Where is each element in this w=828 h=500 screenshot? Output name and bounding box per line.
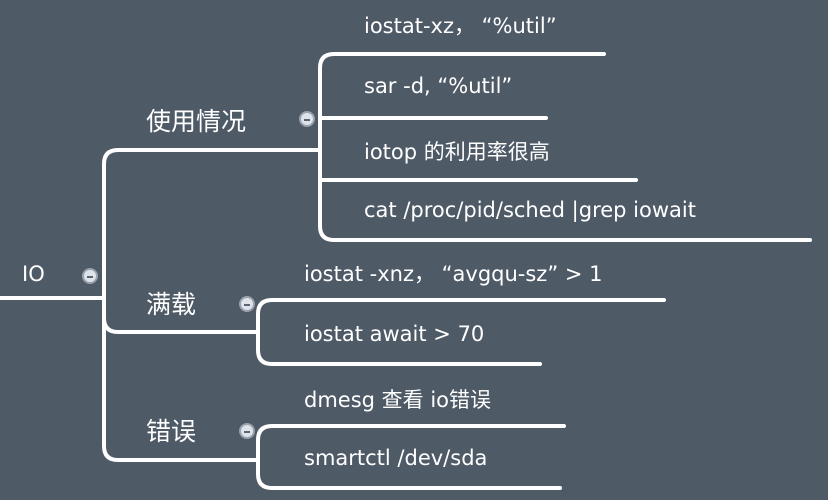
branch-connector [256, 458, 562, 490]
leaf-label: smartctl /dev/sda [304, 446, 488, 470]
leaf-label: iostat -xnz， “avgqu-sz” > 1 [304, 262, 603, 286]
branch-connector [256, 424, 566, 462]
branch-connector [256, 298, 666, 334]
leaf-label: dmesg 查看 io错误 [304, 388, 492, 412]
collapse-toggle-root[interactable] [82, 268, 98, 284]
leaf-label: iostat-xz， “%util” [364, 14, 557, 38]
leaf-label: iostat await > 70 [304, 322, 485, 346]
root-connector [102, 148, 322, 300]
branch-connector [256, 330, 542, 366]
collapse-toggle-full-load[interactable] [239, 296, 255, 312]
branch-connector [318, 52, 606, 152]
branch-label-full-load: 满载 [146, 290, 197, 319]
collapse-toggle-errors[interactable] [239, 423, 255, 439]
root-connector [102, 296, 260, 462]
collapse-toggle-usage[interactable] [299, 111, 315, 127]
leaf-label: iotop 的利用率很高 [364, 140, 550, 164]
leaf-label: sar -d, “%util” [364, 74, 513, 98]
branch-connector [318, 148, 812, 242]
branch-label-usage: 使用情况 [146, 107, 247, 136]
branch-label-errors: 错误 [146, 417, 197, 446]
leaf-label: cat /proc/pid/sched |grep iowait [364, 198, 696, 222]
root-node-label: IO [22, 262, 45, 286]
